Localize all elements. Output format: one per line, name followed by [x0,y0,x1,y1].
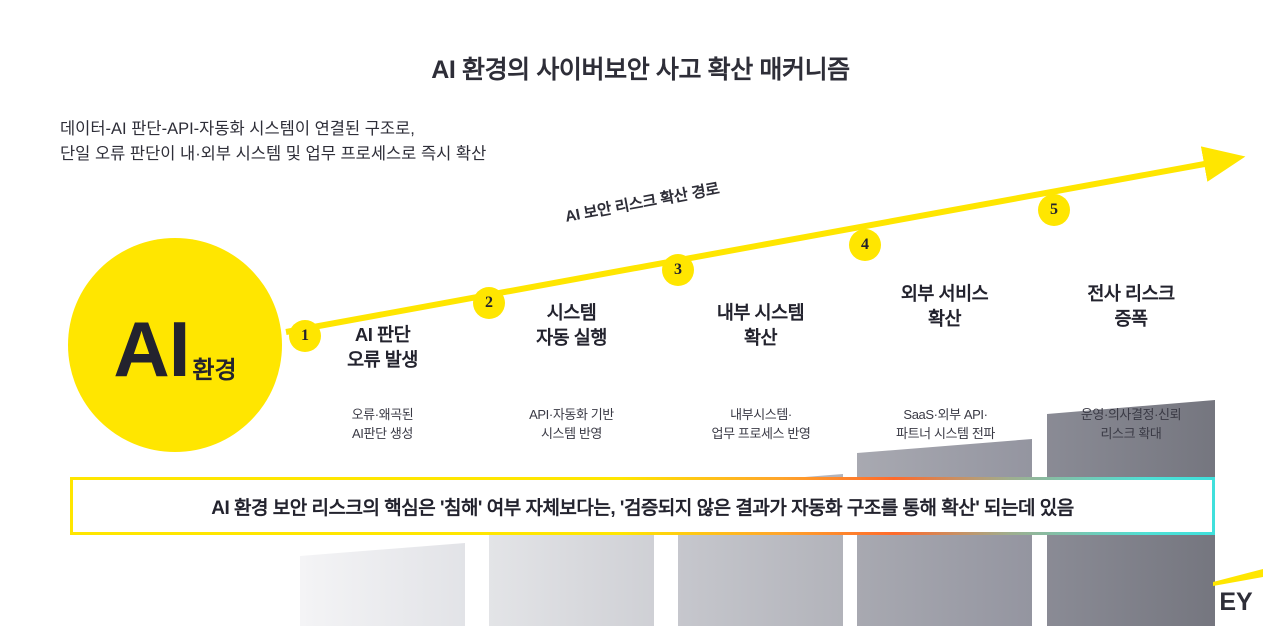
step-column-2[interactable] [489,231,654,626]
ey-logo: EY [1205,568,1267,614]
page-title: AI 환경의 사이버보안 사고 확산 매커니즘 [431,56,850,84]
callout-text: AI 환경 보안 리스크의 핵심은 '침해' 여부 자체보다는, '검증되지 않… [211,497,1074,519]
step-badge-1[interactable]: 1 [289,320,321,352]
callout-inner: AI 환경 보안 리스크의 핵심은 '침해' 여부 자체보다는, '검증되지 않… [73,480,1212,532]
callout-box: AI 환경 보안 리스크의 핵심은 '침해' 여부 자체보다는, '검증되지 않… [70,477,1215,535]
step-column-1[interactable] [300,231,465,626]
step-title-1: AI 판단 오류 발생 [347,324,418,370]
step-caption-2: API·자동화 기반 시스템 반영 [529,407,614,441]
step-badge-3[interactable]: 3 [662,254,694,286]
step-title-4: 외부 서비스 확산 [900,283,989,329]
step-caption-5: 운영·의사결정·신뢰 리스크 확대 [1080,407,1182,441]
step-badge-2[interactable]: 2 [473,287,505,319]
step-title-3: 내부 시스템 확산 [716,302,805,348]
step-badge-4[interactable]: 4 [849,229,881,261]
step-caption-1: 오류·왜곡된 AI판단 생성 [351,407,414,441]
step-badge-5[interactable]: 5 [1038,194,1070,226]
step-title-2: 시스템 자동 실행 [536,302,607,348]
ai-hub-circle: AI 환경 [68,238,282,452]
ai-hub-sub-label: 환경 [192,357,237,384]
step-title-5: 전사 리스크 증폭 [1087,283,1175,329]
step-caption-3: 내부시스템· 업무 프로세스 반영 [711,407,811,441]
step-caption-4: SaaS·외부 API· 파트너 시스템 전파 [896,407,995,441]
ey-beam-icon [1213,569,1263,586]
step-bar-1 [300,543,465,626]
arrow-label: AI 보안 리스크 확산 경로 [563,180,721,226]
svg-text:EY: EY [1219,588,1253,614]
step-bar-2 [489,509,654,626]
ai-hub-main-label: AI [113,305,190,393]
subtitle: 데이터-AI 판단-API-자동화 시스템이 연결된 구조로, 단일 오류 판단… [60,120,487,163]
